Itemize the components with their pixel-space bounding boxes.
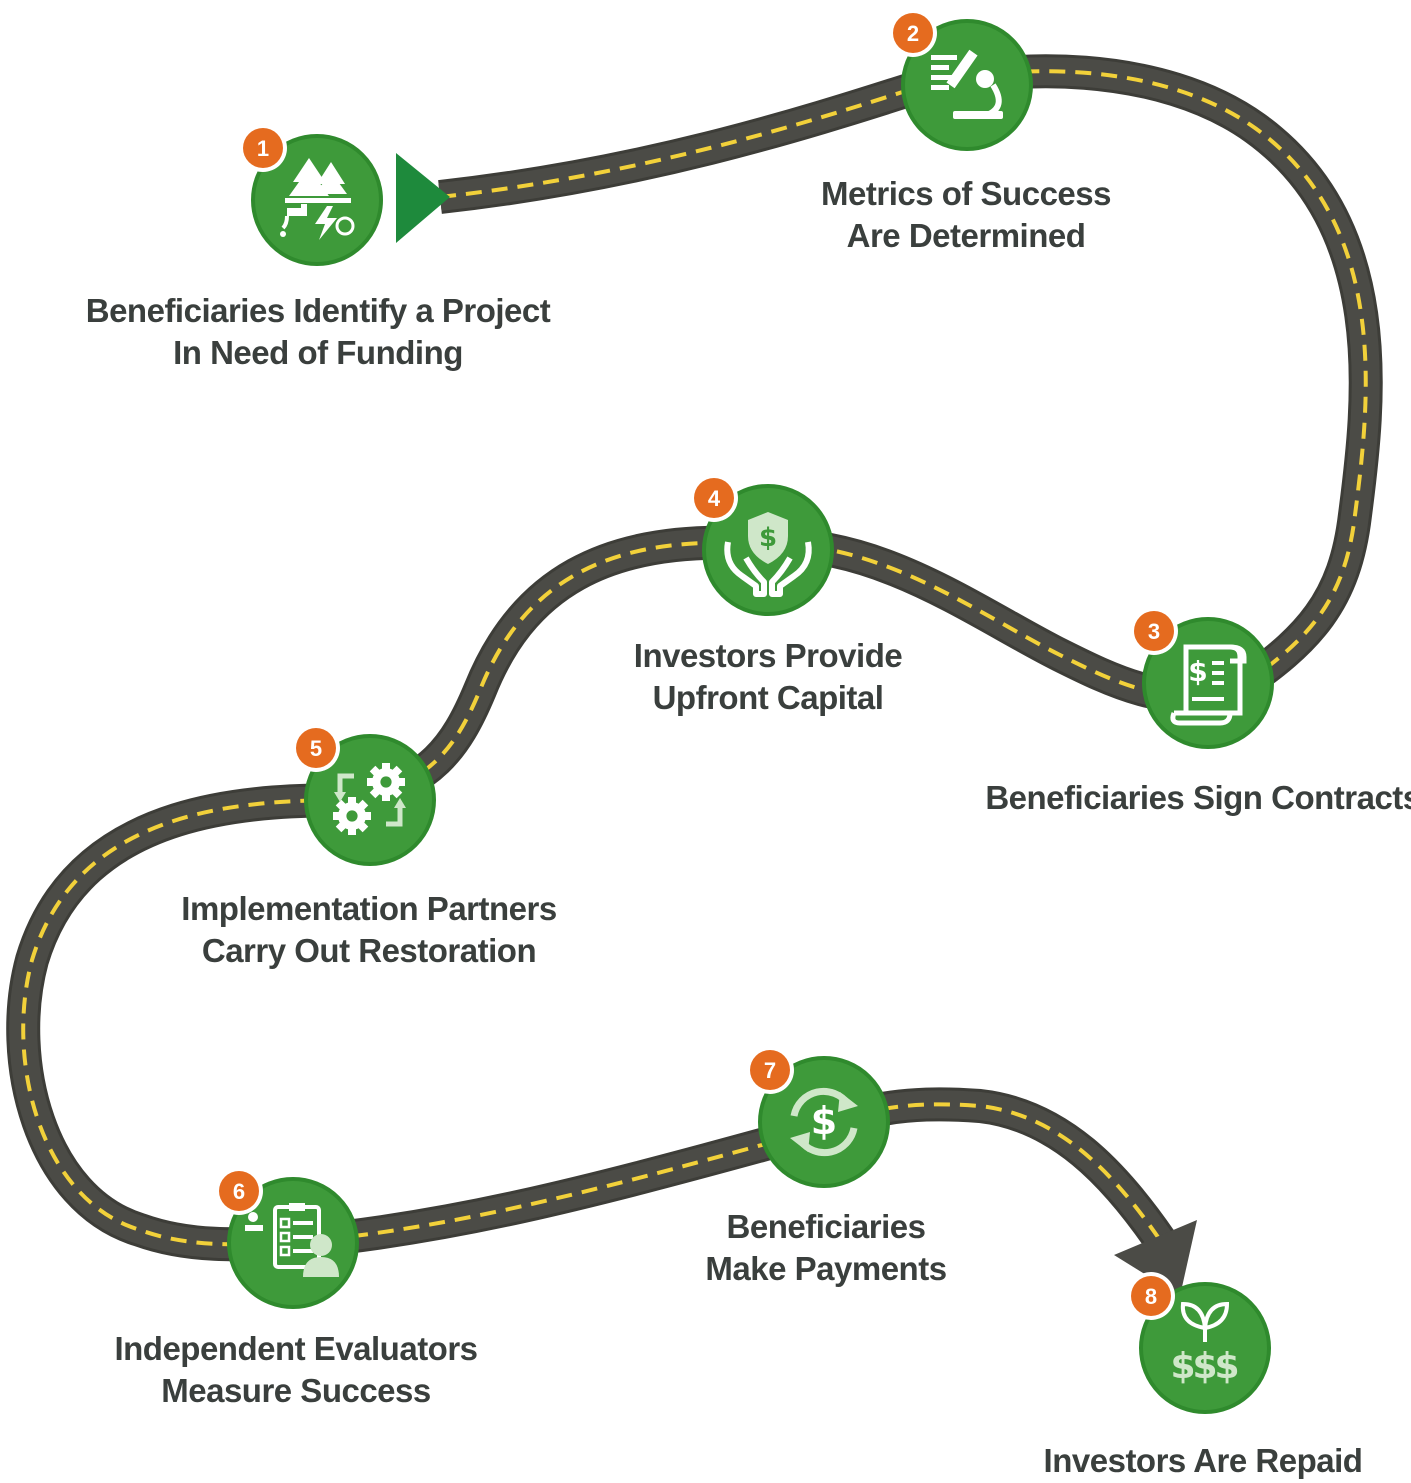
evaluator-checklist-icon: [245, 1203, 339, 1277]
gears-cycle-icon: [333, 763, 406, 835]
step-number-badge: 3: [1130, 607, 1178, 655]
step-number-badge: 2: [889, 9, 937, 57]
step-number: 4: [708, 486, 721, 511]
step-circle: [304, 734, 436, 866]
step-label-line: Investors Provide: [633, 637, 903, 674]
step-number-badge: 6: [215, 1167, 263, 1215]
step-number: 2: [907, 21, 919, 46]
svg-text:$: $: [1192, 1346, 1217, 1387]
step-label-1: Beneficiaries Identify a Project In Need …: [86, 290, 551, 374]
step-node-1: 1: [239, 124, 383, 266]
step-node-5: 5: [292, 724, 436, 866]
step-number: 6: [233, 1179, 245, 1204]
step-label-line: In Need of Funding: [173, 334, 463, 371]
step-label-line: Beneficiaries Identify a Project: [85, 292, 551, 329]
step-node-8: $$$8: [1127, 1272, 1271, 1414]
svg-text:$: $: [811, 1099, 837, 1143]
start-arrow: [396, 153, 450, 243]
step-number-badge: 4: [690, 474, 738, 522]
step-label-line: Beneficiaries Sign Contracts: [985, 779, 1411, 816]
step-node-4: $4: [690, 474, 834, 616]
step-label-line: Make Payments: [705, 1250, 947, 1287]
step-number-badge: 5: [292, 724, 340, 772]
step-label-line: Are Determined: [846, 217, 1086, 254]
step-label-line: Investors Are Repaid: [1043, 1442, 1363, 1479]
step-label-line: Measure Success: [161, 1372, 431, 1409]
step-label-8: Investors Are Repaid: [1044, 1440, 1363, 1482]
microscope-metrics-icon: [931, 49, 1003, 119]
step-number: 8: [1145, 1284, 1157, 1309]
contract-scroll-icon: $: [1170, 644, 1247, 726]
step-circle: [758, 1056, 890, 1188]
step-number: 1: [257, 136, 269, 161]
step-label-line: Beneficiaries: [726, 1208, 926, 1245]
step-node-7: $7: [746, 1046, 890, 1188]
step-number-badge: 1: [239, 124, 287, 172]
svg-text:$: $: [1170, 1346, 1195, 1387]
end-arrow: [1114, 1220, 1197, 1296]
step-number-badge: 7: [746, 1046, 794, 1094]
step-label-line: Independent Evaluators: [114, 1330, 478, 1367]
svg-text:$: $: [1214, 1346, 1239, 1387]
trees-water-energy-icon: [280, 158, 355, 240]
step-node-6: 6: [215, 1167, 359, 1309]
step-label-line: Implementation Partners: [181, 890, 557, 927]
step-number: 3: [1148, 619, 1160, 644]
step-number-badge: 8: [1127, 1272, 1175, 1320]
step-label-line: Metrics of Success: [821, 175, 1111, 212]
sprout-dollars-icon: $$$: [1170, 1301, 1240, 1387]
step-number: 5: [310, 736, 322, 761]
svg-text:$: $: [1188, 655, 1207, 688]
hands-shield-dollar-icon: $: [724, 512, 812, 597]
step-node-3: $3: [1130, 607, 1274, 749]
step-number: 7: [764, 1058, 776, 1083]
step-circle: [1139, 1282, 1271, 1414]
dollar-cycle-icon: $: [790, 1087, 858, 1157]
step-label-3: Beneficiaries Sign Contracts: [985, 777, 1411, 819]
svg-text:$: $: [759, 523, 777, 553]
step-label-line: Carry Out Restoration: [201, 932, 537, 969]
step-node-2: 2: [889, 9, 1033, 151]
step-label-line: Upfront Capital: [652, 679, 884, 716]
